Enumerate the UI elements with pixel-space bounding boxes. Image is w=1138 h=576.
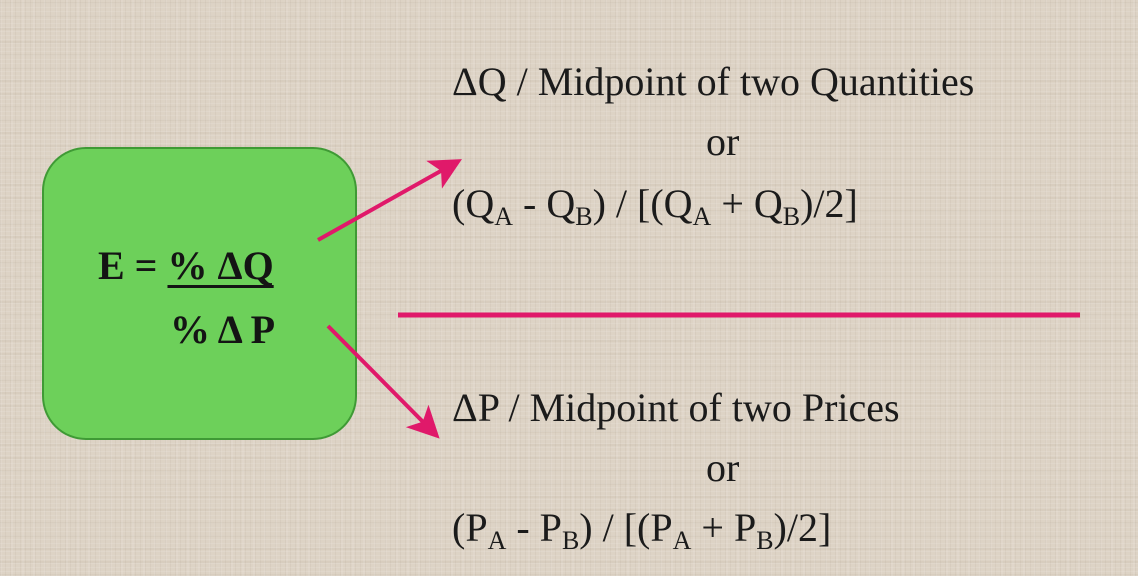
elasticity-formula-denominator: % Δ P <box>170 306 275 353</box>
p-sub-b: B <box>561 526 580 555</box>
q-close: )/2] <box>800 181 858 226</box>
formula-denominator: % Δ P <box>170 307 276 352</box>
elasticity-formula-box <box>42 147 357 440</box>
price-definition: ΔP / Midpoint of two Prices <box>452 385 900 430</box>
quantity-definition: ΔQ / Midpoint of two Quantities <box>452 59 975 104</box>
p-close: )/2] <box>773 505 832 550</box>
quantity-or: or <box>706 119 740 164</box>
q-sub-b: B <box>575 202 593 231</box>
p-minus: - P <box>506 505 562 550</box>
q-open: (Q <box>452 181 495 226</box>
formula-numerator: % ΔQ <box>167 243 274 288</box>
formula-lhs: E = <box>98 243 168 288</box>
p-sub-a: A <box>487 526 507 555</box>
price-or: or <box>706 445 740 490</box>
p-sub-a2: A <box>672 526 692 555</box>
elasticity-formula-numerator: E = % ΔQ <box>98 242 274 289</box>
p-sub-b2: B <box>756 526 774 555</box>
quantity-formula: (QA - QB) / [(QA + QB)/2] <box>452 184 858 230</box>
p-plus: + P <box>691 505 757 550</box>
q-sub-a: A <box>494 202 513 231</box>
arrow-to-price-icon <box>326 324 440 439</box>
q-mid: ) / [(Q <box>592 181 693 226</box>
p-mid: ) / [(P <box>579 505 673 550</box>
arrow-to-quantity-icon <box>317 159 462 242</box>
q-plus: + Q <box>711 181 783 226</box>
q-sub-b2: B <box>782 202 801 231</box>
p-open: (P <box>452 505 488 550</box>
q-sub-a2: A <box>692 202 712 231</box>
price-formula: (PA - PB) / [(PA + PB)/2] <box>452 508 831 554</box>
q-minus: - Q <box>513 181 576 226</box>
